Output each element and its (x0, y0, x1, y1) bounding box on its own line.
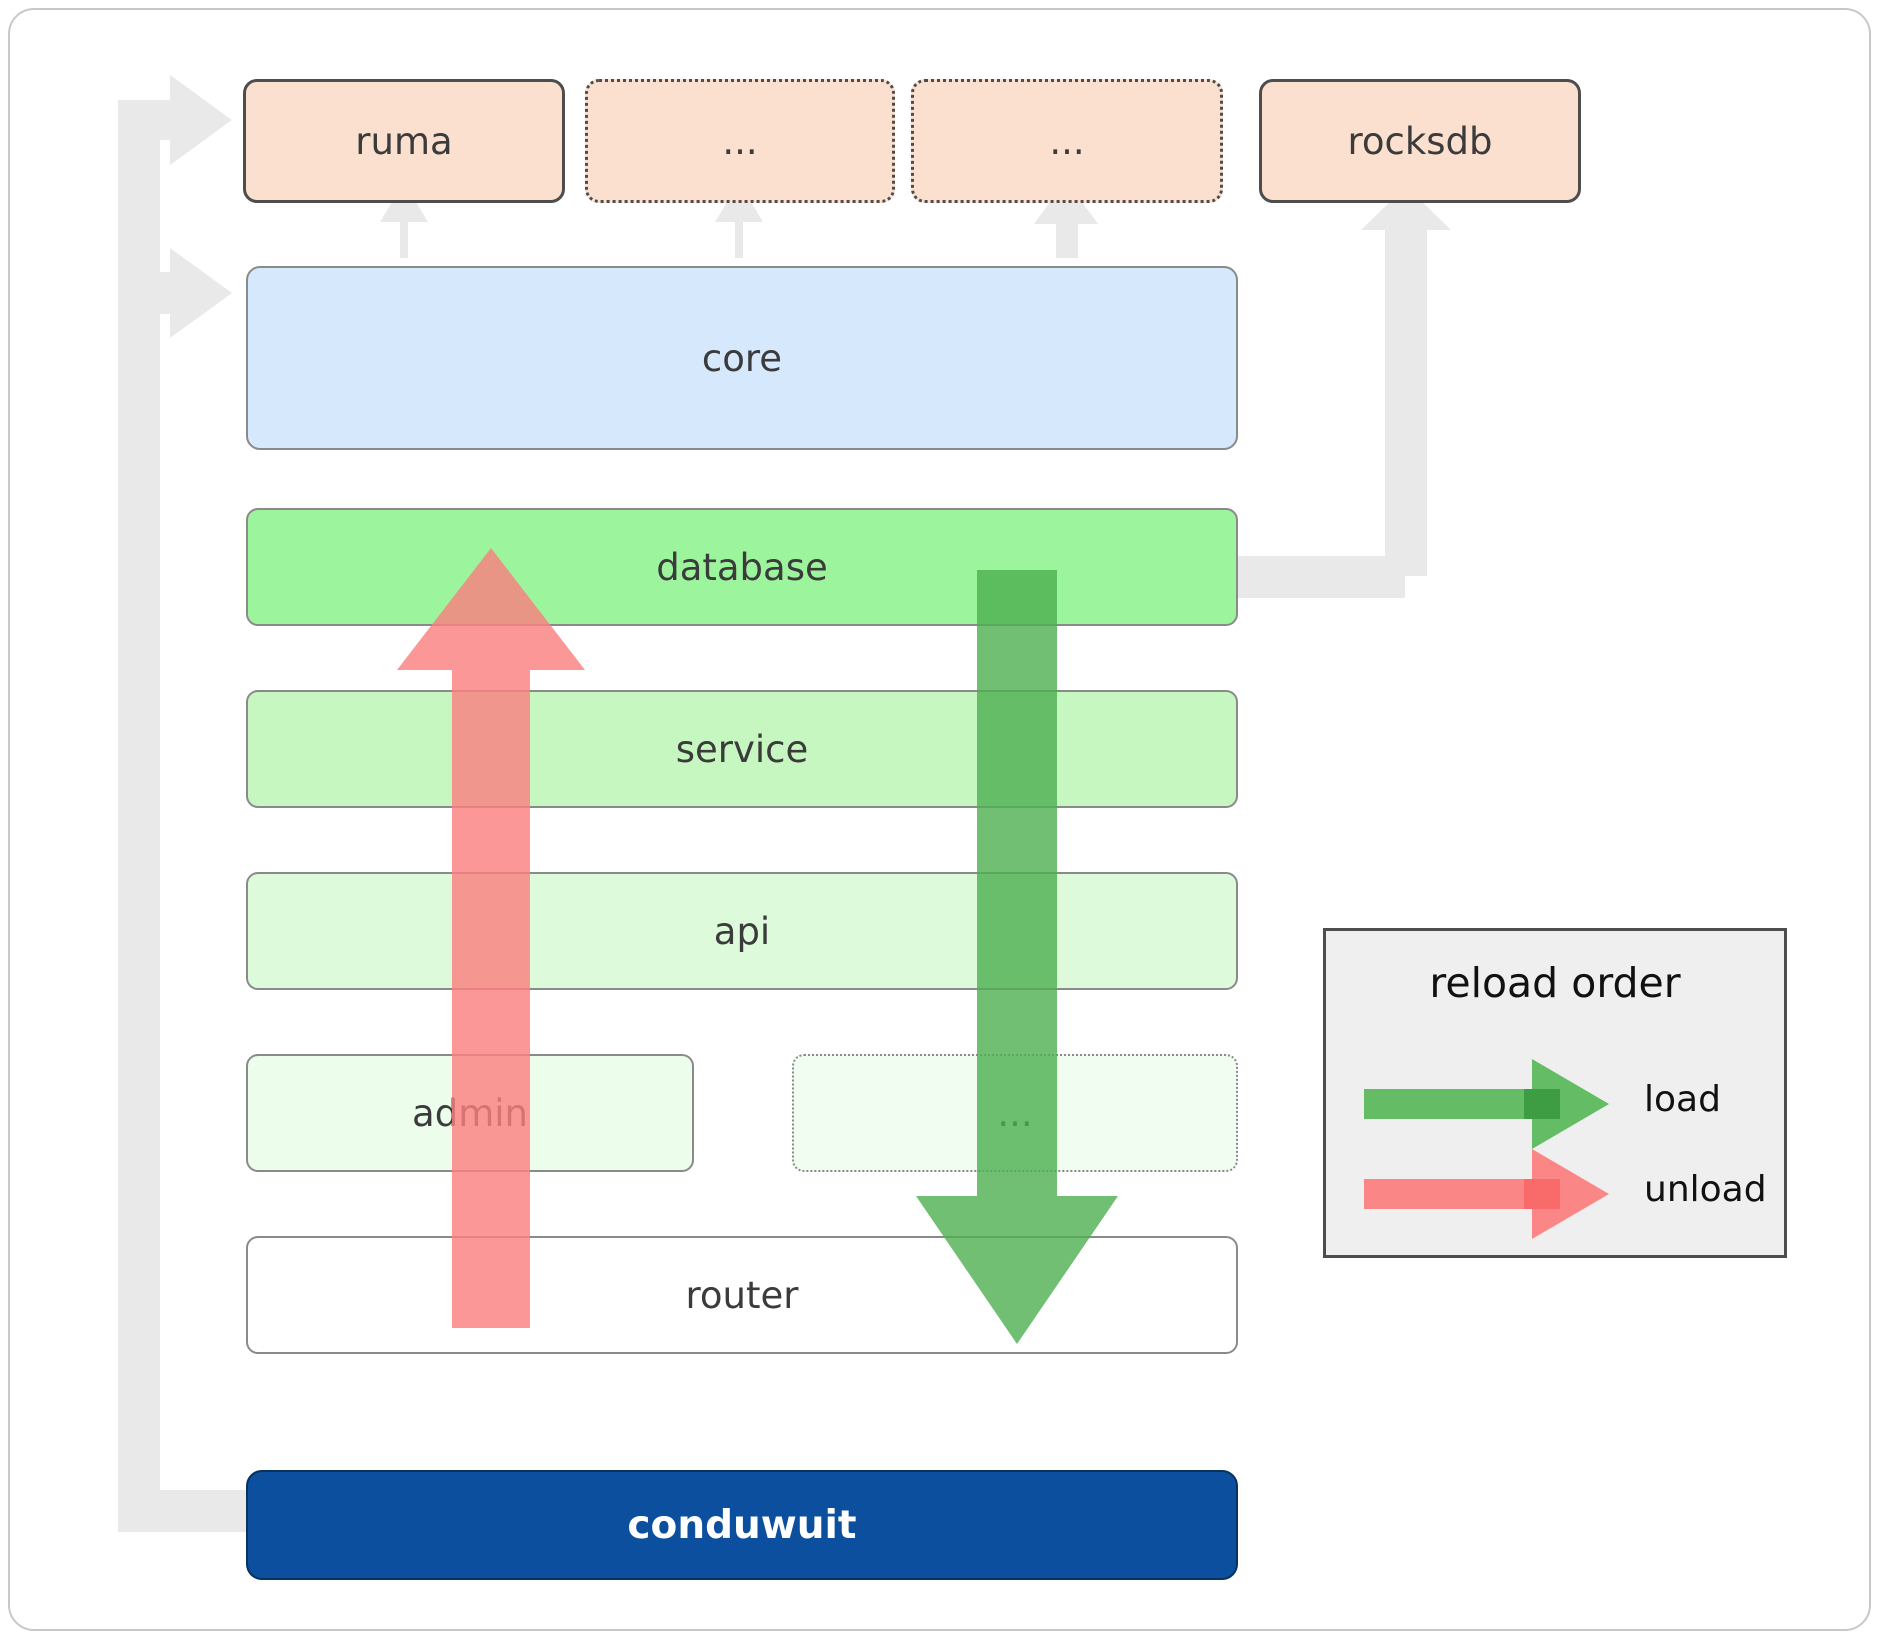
node-rocksdb[interactable]: rocksdb (1259, 79, 1581, 203)
legend-panel: reload order load unload (1323, 928, 1787, 1258)
node-ruma[interactable]: ruma (243, 79, 565, 203)
node-top-placeholder-2[interactable]: ... (911, 79, 1223, 203)
node-service[interactable]: service (246, 690, 1238, 808)
node-core[interactable]: core (246, 266, 1238, 450)
node-conduwuit-label: conduwuit (627, 1502, 857, 1548)
node-ruma-label: ruma (355, 119, 453, 163)
node-admin[interactable]: admin (246, 1054, 694, 1172)
legend-label-load: load (1644, 1079, 1721, 1120)
node-layer-placeholder-label: ... (997, 1091, 1033, 1135)
node-api[interactable]: api (246, 872, 1238, 990)
diagram-frame (8, 8, 1871, 1631)
node-database[interactable]: database (246, 508, 1238, 626)
node-database-label: database (656, 545, 828, 589)
node-rocksdb-label: rocksdb (1347, 119, 1493, 163)
node-top-placeholder-2-label: ... (1049, 119, 1085, 163)
node-layer-placeholder[interactable]: ... (792, 1054, 1238, 1172)
node-conduwuit[interactable]: conduwuit (246, 1470, 1238, 1580)
legend-arrow-load (1364, 1059, 1609, 1149)
node-admin-label: admin (412, 1091, 528, 1135)
legend-title: reload order (1429, 959, 1681, 1007)
node-router-label: router (685, 1273, 799, 1317)
node-top-placeholder-1[interactable]: ... (585, 79, 895, 203)
node-api-label: api (713, 909, 771, 953)
node-core-label: core (701, 336, 783, 380)
node-top-placeholder-1-label: ... (722, 119, 758, 163)
node-router[interactable]: router (246, 1236, 1238, 1354)
node-service-label: service (675, 727, 809, 771)
legend-arrow-unload (1364, 1149, 1609, 1239)
legend-label-unload: unload (1644, 1169, 1767, 1210)
